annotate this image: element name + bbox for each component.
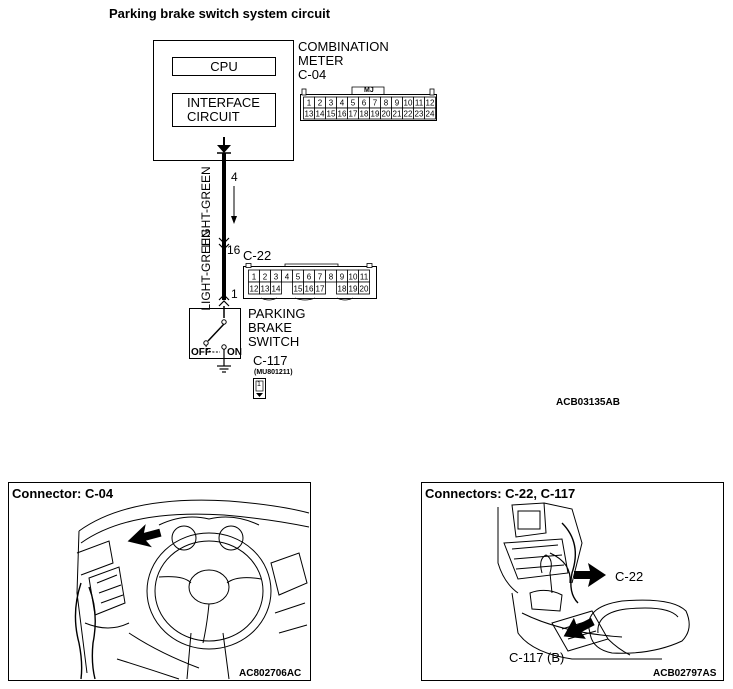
cpu-label: CPU [210, 59, 238, 74]
c04-pin-19: 19 [371, 110, 380, 119]
meter-connector-label: C-04 [298, 67, 327, 82]
pin-label-1: 1 [231, 287, 238, 301]
switch-off-label: OFF [191, 347, 211, 358]
c04-pin-13: 13 [305, 110, 314, 119]
connector-c22-c117-panel: Connectors: C-22, C-117 [421, 482, 724, 681]
c04-pin-6: 6 [362, 99, 367, 108]
c22-pin-9: 9 [340, 273, 345, 282]
diagram-title: Parking brake switch system circuit [109, 6, 331, 21]
c22-pin-12: 12 [250, 285, 259, 294]
c04-pin-16: 16 [338, 110, 347, 119]
c22-c117-panel-title: Connectors: C-22, C-117 [425, 486, 576, 501]
c22-pin-3: 3 [274, 273, 279, 282]
c04-pin-7: 7 [373, 99, 378, 108]
interface-circuit-box: INTERFACE CIRCUIT [172, 93, 276, 127]
c22-pin-8: 8 [329, 273, 334, 282]
c04-pin-2: 2 [318, 99, 323, 108]
switch-name-line3: SWITCH [248, 334, 300, 349]
c22-pin-5: 5 [296, 273, 301, 282]
c117-pin-number: 1 [257, 381, 261, 388]
c04-pin-4: 4 [340, 99, 345, 108]
c04-panel-title: Connector: C-04 [12, 486, 114, 501]
c22-pin-13: 13 [261, 285, 270, 294]
interface-label-line1: INTERFACE [187, 95, 260, 110]
interface-label-line2: CIRCUIT [187, 109, 240, 124]
c04-pin-24-cell [424, 107, 436, 120]
c22-pin-19: 19 [349, 285, 358, 294]
console-illustration [497, 502, 690, 660]
c22-callout: C-22 [615, 569, 644, 584]
switch-name-line1: PARKING [248, 306, 306, 321]
c22-connector-label: C-22 [243, 248, 272, 263]
pin-label-4: 4 [231, 170, 238, 184]
combination-meter-label: COMBINATION METER C-04 [298, 40, 389, 82]
c22-pin-4: 4 [285, 273, 290, 282]
connector-c04-panel: Connector: C-04 [8, 482, 311, 681]
c22-pin-1: 1 [252, 273, 257, 282]
c22-pin-20-cell [358, 281, 370, 295]
c22-pin-11: 11 [360, 273, 369, 282]
cpu-box: CPU [172, 57, 276, 76]
c117-part-number: (MU801211) [254, 369, 293, 376]
c04-pin-10: 10 [404, 99, 413, 108]
c04-pin-11: 11 [415, 99, 424, 108]
c22-pin-17: 17 [316, 285, 325, 294]
meter-name-line2: METER [298, 53, 344, 68]
c22-pin-14: 14 [272, 285, 281, 294]
c04-panel-code: AC802706AC [239, 668, 302, 679]
c04-pin-1: 1 [307, 99, 312, 108]
c22-pin-14-cell [270, 281, 282, 295]
pin-label-16: 16 [227, 243, 241, 257]
circuit-wiring [189, 137, 266, 399]
c22-c117-panel-code: ACB02797AS [653, 668, 717, 679]
c22-pin-6: 6 [307, 273, 312, 282]
c22-pin-17-cell [314, 281, 326, 295]
c04-pin-9: 9 [395, 99, 400, 108]
c04-pin-15: 15 [327, 110, 336, 119]
switch-name-line2: BRAKE [248, 320, 293, 335]
c04-pin-24: 24 [426, 110, 435, 119]
c04-pin-17: 17 [349, 110, 358, 119]
c04-pin-20: 20 [382, 110, 391, 119]
c117-callout: C-117 (B) [509, 650, 565, 665]
c04-pin-5: 5 [351, 99, 356, 108]
parking-brake-switch-label: PARKING BRAKE SWITCH [248, 307, 306, 349]
c04-pin-8: 8 [384, 99, 389, 108]
dashboard-illustration [74, 499, 310, 680]
c22-pin-7: 7 [318, 273, 323, 282]
c117-connector-label: C-117 [253, 353, 288, 368]
c04-pin-18: 18 [360, 110, 369, 119]
c22-pin-10: 10 [349, 273, 358, 282]
c22-pin-2: 2 [263, 273, 268, 282]
c04-pin-22: 22 [404, 110, 413, 119]
c04-tag: MJ [364, 87, 374, 94]
circuit-figure-code: ACB03135AB [556, 397, 620, 408]
c22-pin-20: 20 [360, 285, 369, 294]
c04-pin-12: 12 [426, 99, 435, 108]
c04-pin-21: 21 [393, 110, 402, 119]
c04-pin-14: 14 [316, 110, 325, 119]
c22-pin-15: 15 [294, 285, 303, 294]
c22-pin-16: 16 [305, 285, 314, 294]
meter-name-line1: COMBINATION [298, 39, 389, 54]
switch-on-label: ON [227, 347, 242, 358]
c04-pin-23: 23 [415, 110, 424, 119]
wire-color-label-lower: LIGHT-GREEN [199, 229, 213, 311]
c04-pin-3: 3 [329, 99, 334, 108]
c22-pin-18: 18 [338, 285, 347, 294]
